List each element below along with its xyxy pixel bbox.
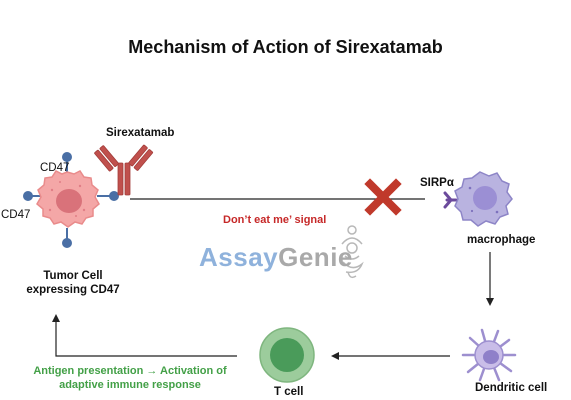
t-cell [259, 327, 315, 383]
cd47-label-left: CD47 [1, 209, 31, 221]
macrophage-label: macrophage [467, 234, 536, 246]
genie-logo-icon [341, 225, 364, 279]
tumor-nucleus [56, 189, 82, 213]
macrophage-cell [454, 171, 513, 227]
tumor-cell-label: Tumor Cell expressing CD47 [26, 270, 120, 296]
dendritic-cell [461, 328, 517, 382]
antibody-icon [94, 144, 154, 196]
arrow-return-path [55, 320, 237, 357]
blocked-x-icon [364, 178, 402, 216]
sirpa-label: SIRPα [420, 177, 454, 189]
tumor-cell [36, 170, 100, 228]
page-title: Mechanism of Action of Sirexatamab [128, 37, 443, 57]
sirpa-receptor [443, 191, 458, 209]
dendritic-cell-label: Dendritic cell [475, 382, 548, 394]
cd47-receptors [23, 152, 119, 248]
watermark-logo: AssayGenie [199, 242, 353, 273]
antigen-presentation-label: Antigen presentation → Activation of ada… [33, 365, 227, 391]
watermark-part2: Genie [278, 242, 353, 272]
t-cell-label: T cell [274, 386, 304, 398]
antibody-label: Sirexatamab [106, 127, 175, 139]
signal-label: Don’t eat me’ signal [223, 214, 327, 226]
watermark-part1: Assay [199, 242, 279, 272]
cd47-label-top: CD47 [40, 162, 70, 174]
